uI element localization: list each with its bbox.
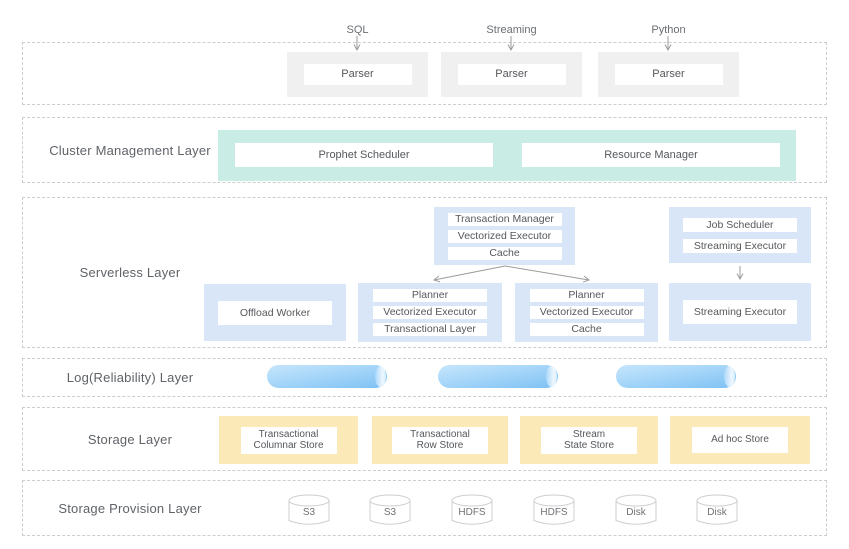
db-cylinder-icon [369,494,411,525]
disk-cylinder-hdfs-2: HDFS [533,494,575,528]
resource-manager-box: Resource Manager [522,143,780,167]
store-label-line: Columnar Store [253,440,324,451]
parser-label: Parser [303,64,412,85]
worker-right-row: Vectorized Executor [529,306,644,319]
store-label-line: Ad hoc Store [711,434,769,446]
db-cylinder-icon [288,494,330,525]
disk-cylinder-s3-2: S3 [369,494,411,528]
disk-cylinder-disk-2: Disk [696,494,738,528]
layer-frame-serverless [22,197,827,348]
disk-cylinder-disk-1: Disk [615,494,657,528]
streaming-worker-row: Streaming Executor [683,300,797,324]
layer-frame-access [22,42,827,105]
offload-worker-box: Offload Worker [204,284,346,341]
layer-frame-storage [22,407,827,471]
coordinator-row: Vectorized Executor [447,229,562,243]
worker-left-row: Transactional Layer [373,323,487,336]
store-label: Transactional Row Store [392,426,488,454]
coordinator-row: Transaction Manager [447,212,562,226]
disk-label: S3 [302,507,316,518]
job-scheduler-row: Job Scheduler [683,217,797,232]
worker-right-row: Planner [529,289,644,302]
layer-label-serverless: Serverless Layer [79,265,181,280]
disk-label: S3 [383,507,397,518]
disk-label: Disk [707,507,727,518]
db-cylinder-icon [533,494,575,525]
coordinator-box: Transaction Manager Vectorized Executor … [434,207,575,265]
disk-cylinder-s3-1: S3 [288,494,330,528]
worker-left-box: Planner Vectorized Executor Transactiona… [358,283,502,342]
db-cylinder-icon [696,494,738,525]
parser-box-python: Parser [598,52,739,97]
worker-right-box: Planner Vectorized Executor Cache [515,283,658,342]
layer-label-log: Log(Reliability) Layer [66,370,194,385]
layer-frame-log [22,358,827,397]
store-ad-hoc: Ad hoc Store [670,416,810,464]
store-label-line: Row Store [416,440,464,451]
disk-label: Disk [626,507,646,518]
streaming-worker-box: Streaming Executor [669,283,811,341]
layer-label-storage: Storage Layer [87,431,173,447]
store-label: Stream State Store [541,426,637,454]
worker-left-row: Vectorized Executor [373,306,487,319]
worker-right-row: Cache [529,323,644,336]
db-cylinder-icon [615,494,657,525]
job-scheduler-box: Job Scheduler Streaming Executor [669,207,811,263]
layer-label-provision: Storage Provision Layer [58,500,202,516]
parser-box-sql: Parser [287,52,428,97]
layer-frame-cluster [22,117,827,183]
log-cylinder-icon [616,365,736,388]
store-label-line: Stream [572,428,606,440]
store-stream-state: Stream State Store [520,416,658,464]
store-label-line: Transactional [258,428,319,440]
store-transactional-columnar: Transactional Columnar Store [219,416,358,464]
log-cylinder-icon [267,365,387,388]
store-label-line: Transactional [410,428,470,440]
source-label-streaming: Streaming [486,24,537,36]
store-transactional-row: Transactional Row Store [372,416,508,464]
parser-label: Parser [457,64,566,85]
layer-frame-provision [22,480,827,536]
store-label: Ad hoc Store [692,427,788,453]
job-scheduler-row: Streaming Executor [683,238,797,253]
disk-cylinder-hdfs-1: HDFS [451,494,493,528]
prophet-scheduler-box: Prophet Scheduler [235,143,493,167]
layer-label-cluster: Cluster Management Layer [49,142,211,158]
parser-box-streaming: Parser [441,52,582,97]
worker-left-row: Planner [373,289,487,302]
coordinator-row: Cache [447,246,562,260]
store-label-line: State Store [563,440,615,451]
offload-worker-row: Offload Worker [218,300,332,325]
parser-label: Parser [614,64,723,85]
disk-label: HDFS [540,507,568,518]
log-cylinder-icon [438,365,558,388]
source-label-sql: SQL [346,24,369,36]
store-label: Transactional Columnar Store [240,426,337,454]
disk-label: HDFS [458,507,486,518]
db-cylinder-icon [451,494,493,525]
source-label-python: Python [651,24,686,36]
